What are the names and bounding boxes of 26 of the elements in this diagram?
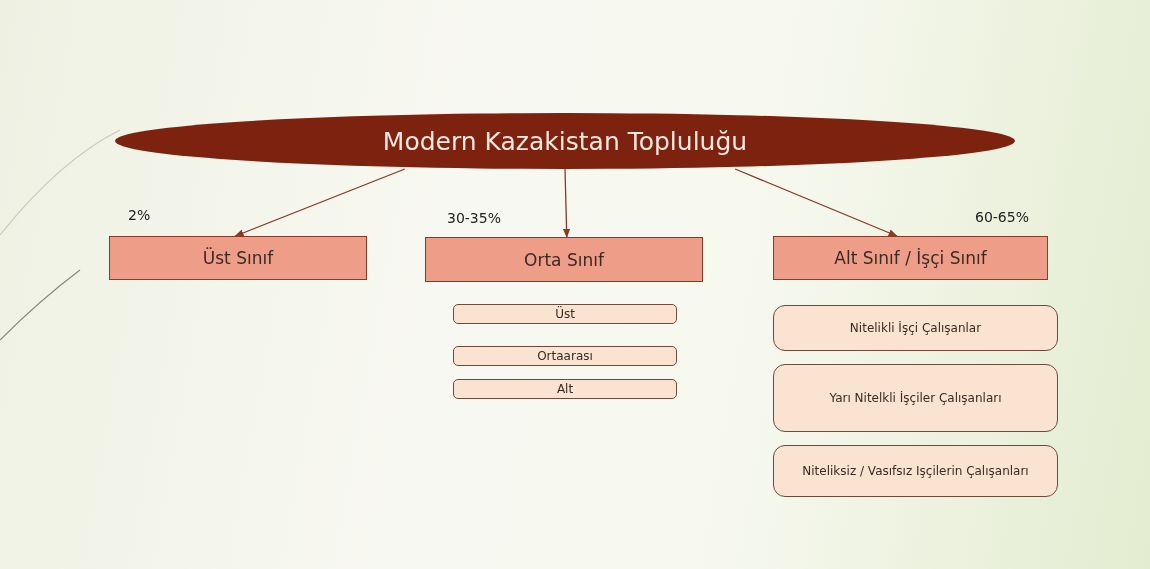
subclass-box: [773, 445, 1058, 497]
node-label: Modern Kazakistan Topluluğu: [382, 126, 748, 156]
percentage-label: 30-35%: [447, 210, 501, 226]
subclass-box: [453, 304, 677, 324]
subclass-box: [453, 346, 677, 366]
class-box: [425, 237, 703, 282]
title-ellipse: [115, 113, 1015, 169]
node-label: Ortaarası: [537, 349, 593, 363]
subclass-box: [453, 379, 677, 399]
percentage-label: 2%: [128, 207, 151, 223]
node-label: Üst Sınıf: [202, 248, 274, 268]
class-box: [773, 236, 1048, 280]
arrow: [734, 168, 898, 237]
arrow: [562, 168, 571, 238]
subclass-box: [773, 305, 1058, 351]
node-label: Alt Sınıf / İşçi Sınıf: [834, 248, 987, 268]
node-label: Nitelikli İşçi Çalışanlar: [849, 321, 982, 335]
node-label: Yarı Nitelkli İşçiler Çalışanları: [829, 391, 1002, 405]
node-label: Niteliksiz / Vasıfsız Işçilerin Çalışanları: [802, 464, 1029, 478]
node-label: Alt: [556, 382, 574, 396]
subclass-box: [773, 364, 1058, 432]
class-box: [109, 236, 367, 280]
arrow: [234, 168, 406, 237]
percentage-label: 60-65%: [975, 209, 1029, 225]
node-label: Üst: [555, 307, 575, 321]
node-label: Orta Sınıf: [524, 249, 604, 270]
